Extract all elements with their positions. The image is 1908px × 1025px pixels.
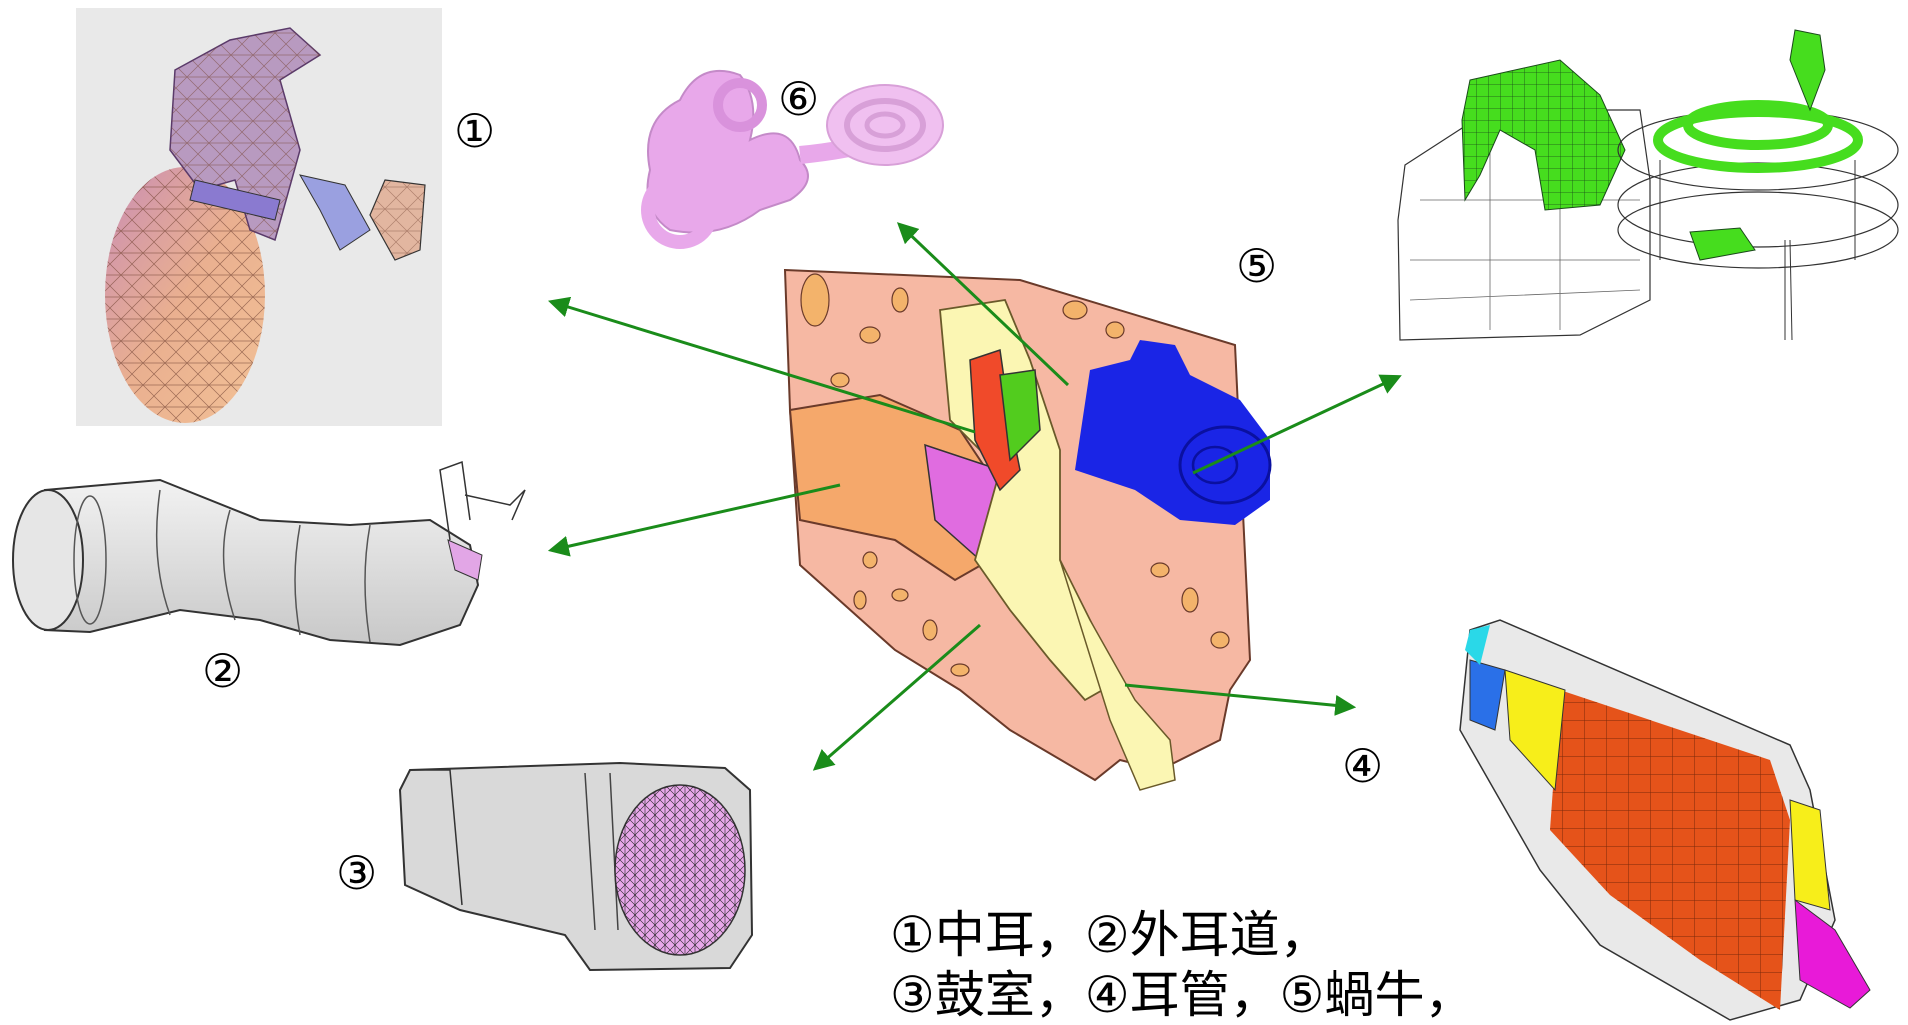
label-3: ③ bbox=[336, 850, 377, 896]
label-5: ⑤ bbox=[1236, 243, 1277, 289]
legend-line-1: ①中耳，②外耳道， bbox=[890, 905, 1474, 965]
legend-line-2: ③鼓室，④耳管，⑤蝸牛， bbox=[890, 965, 1474, 1025]
middle-ear-mesh-image bbox=[76, 8, 442, 426]
label-6: ⑥ bbox=[778, 76, 819, 122]
label-4: ④ bbox=[1342, 743, 1383, 789]
ear-canal-model-image bbox=[13, 462, 525, 645]
cochlea-mesh-image bbox=[1398, 30, 1898, 340]
legend-caption: ①中耳，②外耳道， ③鼓室，④耳管，⑤蝸牛， bbox=[890, 905, 1474, 1025]
label-2: ② bbox=[202, 648, 243, 694]
label-1: ① bbox=[454, 108, 495, 154]
tympanic-cavity-model-image bbox=[400, 763, 752, 970]
eustachian-tube-mesh-image bbox=[1460, 620, 1870, 1020]
